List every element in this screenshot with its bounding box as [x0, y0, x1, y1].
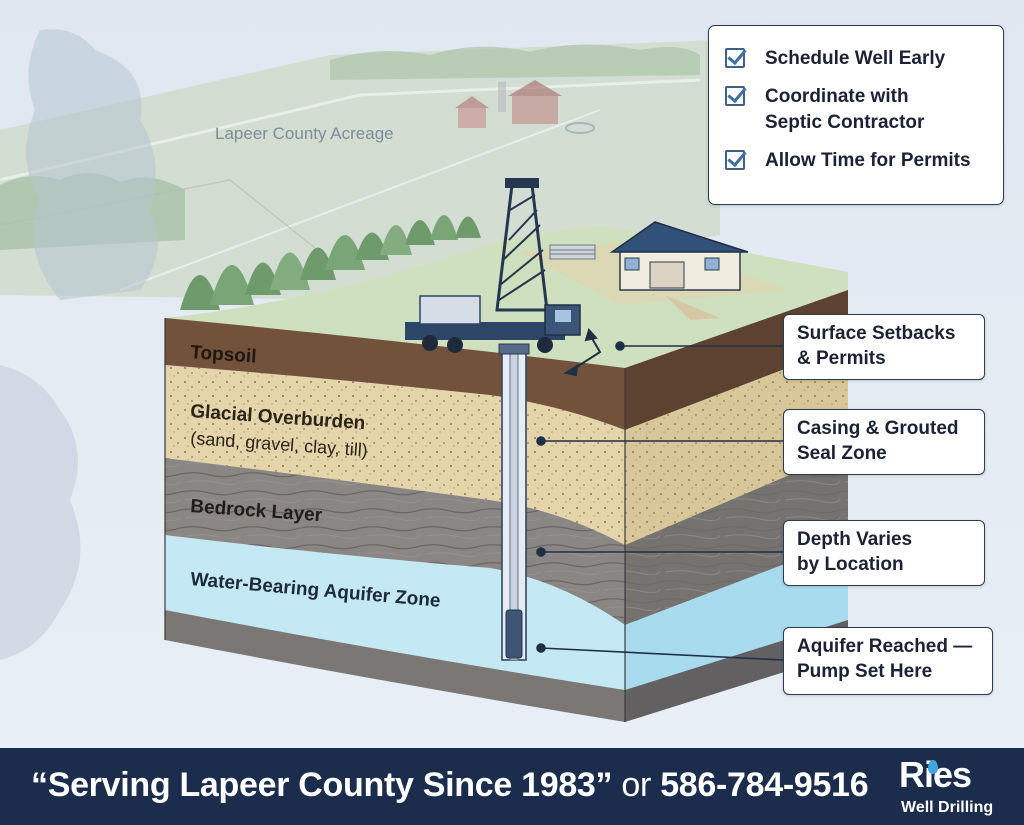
callout-casing-seal: Casing & Grouted Seal Zone: [783, 409, 985, 475]
setback-arrow: [563, 327, 602, 377]
slogan-text: “Serving Lapeer County Since 1983”: [31, 766, 613, 804]
water-drop-icon: [928, 760, 938, 774]
layer-label-topsoil: Topsoil: [190, 342, 257, 368]
drill-rig-truck: [405, 178, 581, 353]
callout-line: & Permits: [797, 348, 886, 369]
callout-line: Seal Zone: [797, 443, 887, 464]
house: [609, 221, 749, 320]
pipe-stack: [549, 244, 596, 260]
logo-subtitle: Well Drilling: [901, 799, 994, 816]
checkbox-check-icon: [725, 86, 745, 106]
tree-line: [180, 215, 481, 310]
checklist-item: Schedule Well Early: [725, 46, 1003, 72]
callout-line: Casing & Grouted: [797, 418, 959, 439]
checkbox-check-icon: [725, 48, 745, 68]
callout-line: Depth Varies: [797, 529, 913, 550]
callout-leaders: [536, 341, 784, 661]
company-logo: Ries Well Drilling: [893, 754, 1011, 822]
county-region-label: Lapeer County Acreage: [215, 124, 394, 143]
checklist-item-label: Schedule Well Early: [765, 48, 946, 69]
checklist-item-label: Allow Time for Permits: [765, 150, 971, 171]
callout-surface-setbacks: Surface Setbacks & Permits: [783, 314, 985, 380]
callout-line: by Location: [797, 554, 904, 575]
phone-number: 586-784-9516: [660, 766, 869, 804]
callout-aquifer-reached: Aquifer Reached — Pump Set Here: [783, 627, 993, 695]
base-rock-front: [165, 610, 625, 722]
footer-banner: “Serving Lapeer County Since 1983” or 58…: [0, 748, 1024, 825]
checklist-item-label: Coordinate with: [765, 86, 909, 107]
topsoil-layer-front: [165, 318, 625, 430]
checklist-panel: Schedule Well Early Coordinate with Sept…: [708, 25, 1004, 205]
checklist-item: Allow Time for Permits: [725, 148, 1003, 174]
checkbox-check-icon: [725, 150, 745, 170]
checklist-item-label-line2: Septic Contractor: [765, 112, 925, 133]
well-casing: [498, 343, 530, 661]
checklist-item: Coordinate with Septic Contractor: [725, 84, 1003, 136]
slogan-or: or: [621, 766, 652, 804]
footer-slogan: “Serving Lapeer County Since 1983” or 58…: [31, 766, 869, 805]
callout-line: Aquifer Reached —: [797, 636, 973, 657]
callout-depth-varies: Depth Varies by Location: [783, 520, 985, 586]
callout-line: Pump Set Here: [797, 661, 933, 682]
michigan-map-silhouette: [26, 29, 158, 301]
callout-line: Surface Setbacks: [797, 323, 956, 344]
farm-buildings: [455, 80, 595, 134]
